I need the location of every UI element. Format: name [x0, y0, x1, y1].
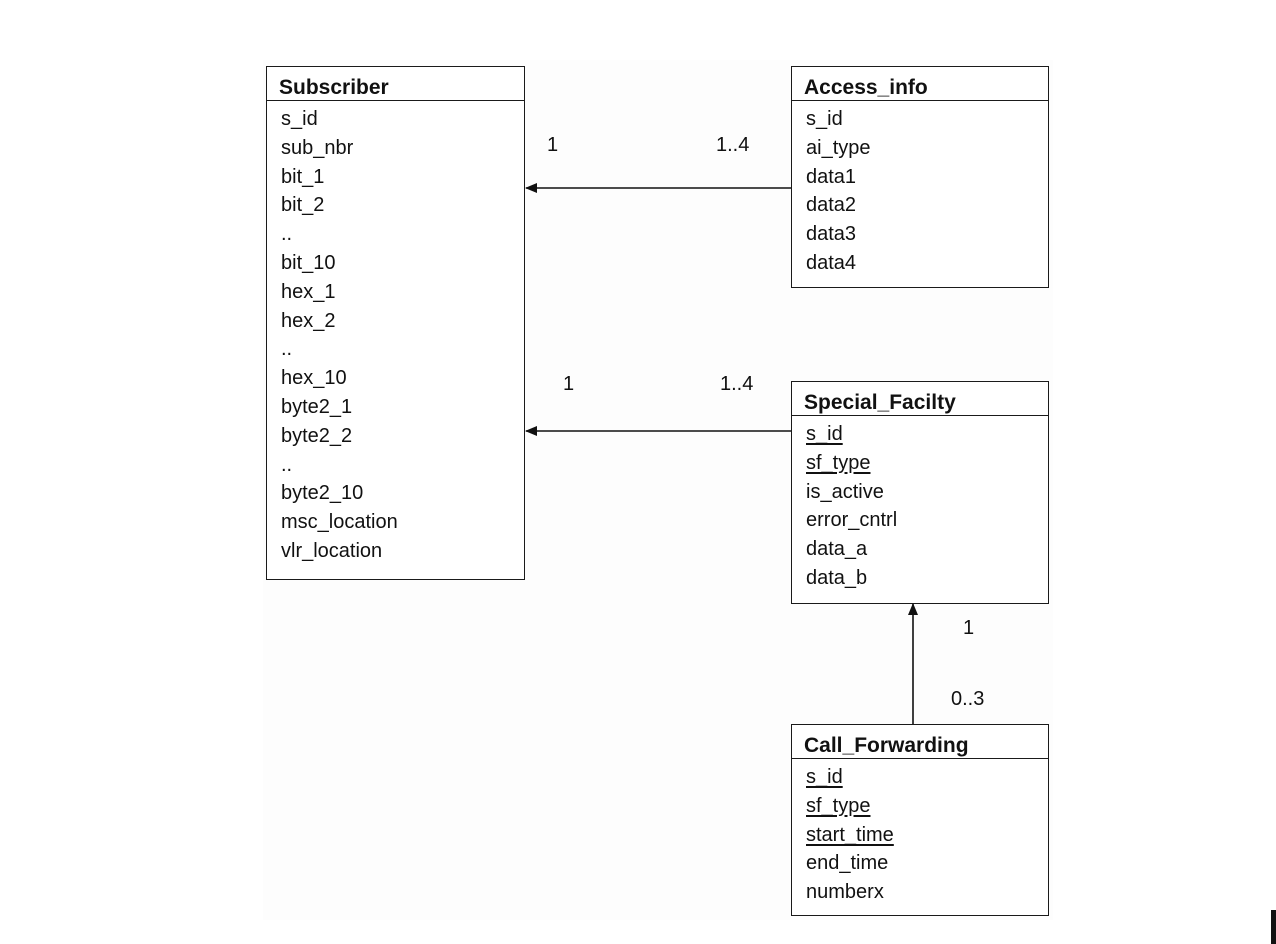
attribute-call-forwarding: s_id [806, 766, 843, 788]
attribute-call-forwarding: end_time [806, 852, 889, 875]
attribute-subscriber: hex_2 [281, 309, 336, 332]
attribute-special-facility: data_a [806, 538, 868, 561]
entity-title: Special_Facilty [792, 382, 1048, 416]
attribute-subscriber: msc_location [281, 511, 398, 534]
entity-access-info: Access_info s_id ai_type data1 data2 data3 da… [791, 66, 1049, 288]
attribute-access-info: s_id [806, 108, 843, 130]
attribute-special-facility: is_active [806, 480, 884, 503]
entity-title: Access_info [792, 67, 1048, 101]
attribute-subscriber: bit_1 [281, 165, 325, 188]
attribute-access-info: data4 [806, 251, 857, 274]
attribute-access-info: ai_type [806, 136, 871, 159]
attribute-subscriber: byte2_10 [281, 482, 364, 505]
attribute-call-forwarding: numberx [806, 881, 884, 904]
attribute-list: s_id ai_type data1 data2 data3 data4 [792, 101, 1048, 278]
attribute-access-info: data2 [806, 194, 857, 217]
attribute-special-facility: s_id [806, 423, 843, 445]
attribute-special-facility: data_b [806, 566, 868, 589]
attribute-subscriber: sub_nbr [281, 136, 354, 159]
multiplicity-facility-subscriber: 1..4 [720, 373, 754, 395]
attribute-access-info: data3 [806, 223, 857, 246]
multiplicity-facility-forwarding: 1 [963, 617, 975, 639]
attribute-subscriber: hex_1 [281, 280, 336, 303]
entity-subscriber: Subscriber s_id sub_nbr bit_1 bit_2.. bit_10… [266, 66, 525, 580]
text-cursor [1271, 910, 1276, 944]
attribute-subscriber: byte2_2 [281, 424, 353, 447]
multiplicity-subscriber-access: 1 [547, 134, 559, 156]
attribute-subscriber: bit_2 [281, 194, 325, 217]
attribute-subscriber: byte2_1 [281, 395, 353, 418]
attribute-subscriber: s_id [281, 108, 318, 130]
entity-title: Subscriber [267, 67, 524, 101]
attribute-subscriber: .. [281, 223, 293, 246]
attribute-subscriber: .. [281, 338, 293, 361]
attribute-subscriber: hex_10 [281, 367, 347, 390]
multiplicity-forwarding-facility: 0..3 [951, 688, 985, 710]
attribute-subscriber: vlr_location [281, 539, 383, 562]
attribute-access-info: data1 [806, 165, 857, 188]
attribute-call-forwarding: sf_type [806, 794, 871, 817]
attribute-list: s_id sub_nbr bit_1 bit_2.. bit_10 hex_1 hex_2.… [267, 101, 524, 566]
entity-title: Call_Forwarding [792, 725, 1048, 759]
attribute-subscriber: bit_10 [281, 251, 336, 274]
attribute-special-facility: error_cntrl [806, 509, 898, 532]
multiplicity-access-subscriber: 1..4 [716, 134, 750, 156]
multiplicity-subscriber-facility: 1 [563, 373, 575, 395]
attribute-call-forwarding: start_time [806, 823, 894, 846]
attribute-special-facility: sf_type [806, 451, 871, 474]
attribute-subscriber: .. [281, 453, 293, 476]
